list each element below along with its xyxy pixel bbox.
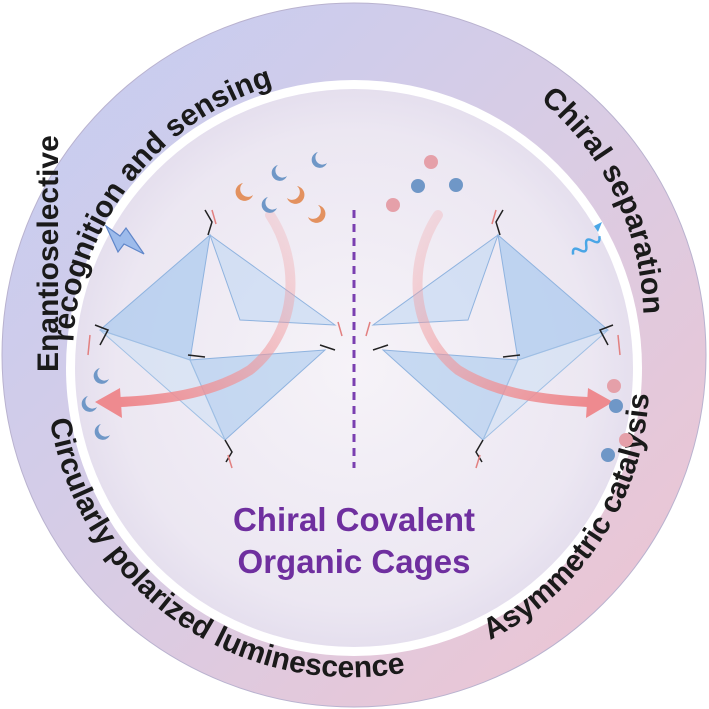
blue-crescent-guest bbox=[271, 165, 287, 181]
left-guest-molecules bbox=[81, 152, 327, 440]
dimer-guest bbox=[601, 433, 633, 462]
light-wave-icon bbox=[571, 222, 602, 255]
title-line-2: Organic Cages bbox=[238, 543, 471, 580]
right-cage bbox=[365, 209, 621, 469]
orange-crescent-guest bbox=[287, 186, 305, 204]
label-enantioselective-vertical: Enantioselective bbox=[32, 135, 65, 372]
left-cage bbox=[87, 209, 343, 469]
blue-crescent-guest bbox=[94, 424, 110, 440]
blue-crescent-guest bbox=[81, 396, 97, 412]
orange-crescent-guest bbox=[235, 183, 253, 201]
blue-crescent-guest bbox=[261, 197, 277, 213]
title-line-1: Chiral Covalent bbox=[233, 501, 475, 538]
right-guest-molecules bbox=[386, 155, 633, 462]
orange-crescent-guest bbox=[308, 205, 326, 223]
blue-crescent-guest bbox=[93, 368, 109, 384]
lightning-icon bbox=[104, 224, 145, 255]
center-title: Chiral Covalent Organic Cages bbox=[233, 501, 475, 580]
dimer-guest bbox=[607, 379, 623, 413]
blue-crescent-guest bbox=[311, 152, 327, 168]
